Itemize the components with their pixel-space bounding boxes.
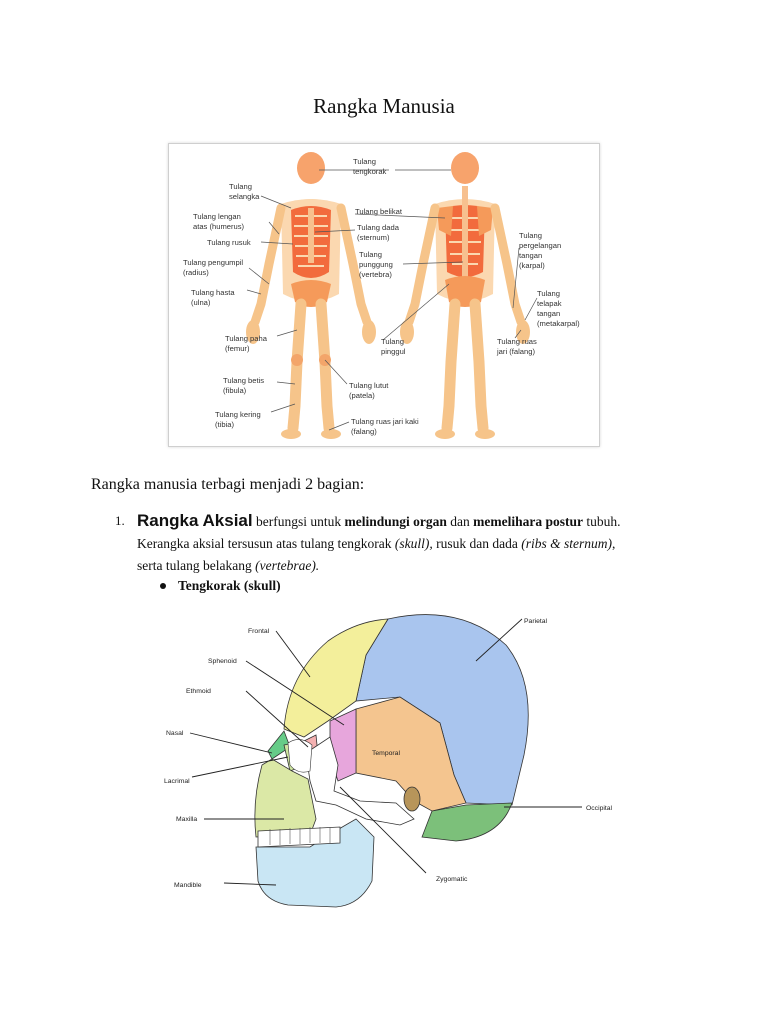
mandible-bone (255, 818, 375, 908)
label-lutut: Tulang lutut(patela) (349, 381, 389, 400)
label-betis: Tulang betis(fibula) (223, 376, 264, 395)
bullet-tengkorak: Tengkorak (skull) (160, 578, 281, 594)
maxilla-bone (254, 758, 317, 838)
text-span: berfungsi untuk (252, 514, 345, 529)
text-span: rusuk dan dada (432, 536, 522, 551)
item-heading: Rangka Aksial (137, 511, 253, 530)
label-ethmoid: Ethmoid (186, 688, 211, 695)
label-sphenoid: Sphenoid (208, 658, 237, 665)
skull-figure: Frontal Parietal Sphenoid Ethmoid Nasal … (160, 605, 630, 917)
label-lacrimal: Lacrimal (164, 778, 190, 785)
italic-text: (ribs & sternum) (521, 536, 613, 551)
text-span: serta tulang belakang (137, 558, 256, 573)
label-pengumpil: Tulang pengumpil(radius) (183, 258, 243, 277)
label-occipital: Occipital (586, 805, 613, 812)
temporal-bone (355, 696, 467, 812)
label-nasal: Nasal (166, 730, 184, 737)
label-mandible: Mandible (174, 882, 202, 889)
text-span: , (612, 536, 616, 551)
label-frontal: Frontal (248, 628, 270, 635)
skull-illustration: Frontal Parietal Sphenoid Ethmoid Nasal … (164, 614, 613, 908)
occipital-bone (421, 802, 513, 842)
label-paha: Tulang paha(femur) (225, 334, 268, 353)
page-title: Rangka Manusia (313, 94, 455, 118)
list-number: 1. (115, 513, 125, 528)
label-hasta: Tulang hasta(ulna) (191, 288, 235, 307)
bold-text: memelihara postur (473, 514, 583, 529)
intro-text: Rangka manusia terbagi menjadi 2 bagian: (91, 476, 365, 493)
label-kering: Tulang kering(tibia) (215, 410, 261, 429)
text-span: tubuh. (582, 514, 621, 529)
label-parietal: Parietal (524, 618, 548, 625)
label-belikat: Tulang belikat (355, 207, 403, 216)
label-temporal: Temporal (372, 750, 400, 757)
back-skeleton (400, 152, 530, 439)
label-zygomatic: Zygomatic (436, 876, 468, 883)
bullet-dot-icon (160, 582, 166, 589)
text-span: dan (446, 514, 474, 529)
list-item-rangka-aksial: 1. Rangka Aksial berfungsi untuk melindu… (115, 510, 675, 577)
label-maxilla: Maxilla (176, 816, 197, 823)
ear-canal (403, 786, 421, 812)
italic-text: (vertebrae). (255, 558, 320, 573)
zygomatic-bone (305, 736, 415, 826)
frontal-bone (283, 618, 389, 738)
label-jari-kaki: Tulang ruas jari kaki(falang) (351, 417, 419, 436)
label-rusuk: Tulang rusuk (207, 238, 251, 247)
front-skeleton (246, 152, 376, 439)
text-span: Kerangka aksial tersusun atas tulang ten… (137, 536, 395, 551)
bold-text: melindungi organ (344, 514, 447, 529)
label-dada: Tulang dada(sternum) (357, 223, 400, 242)
italic-text: (skull), (394, 536, 433, 551)
bullet-text: Tengkorak (skull) (178, 578, 281, 593)
